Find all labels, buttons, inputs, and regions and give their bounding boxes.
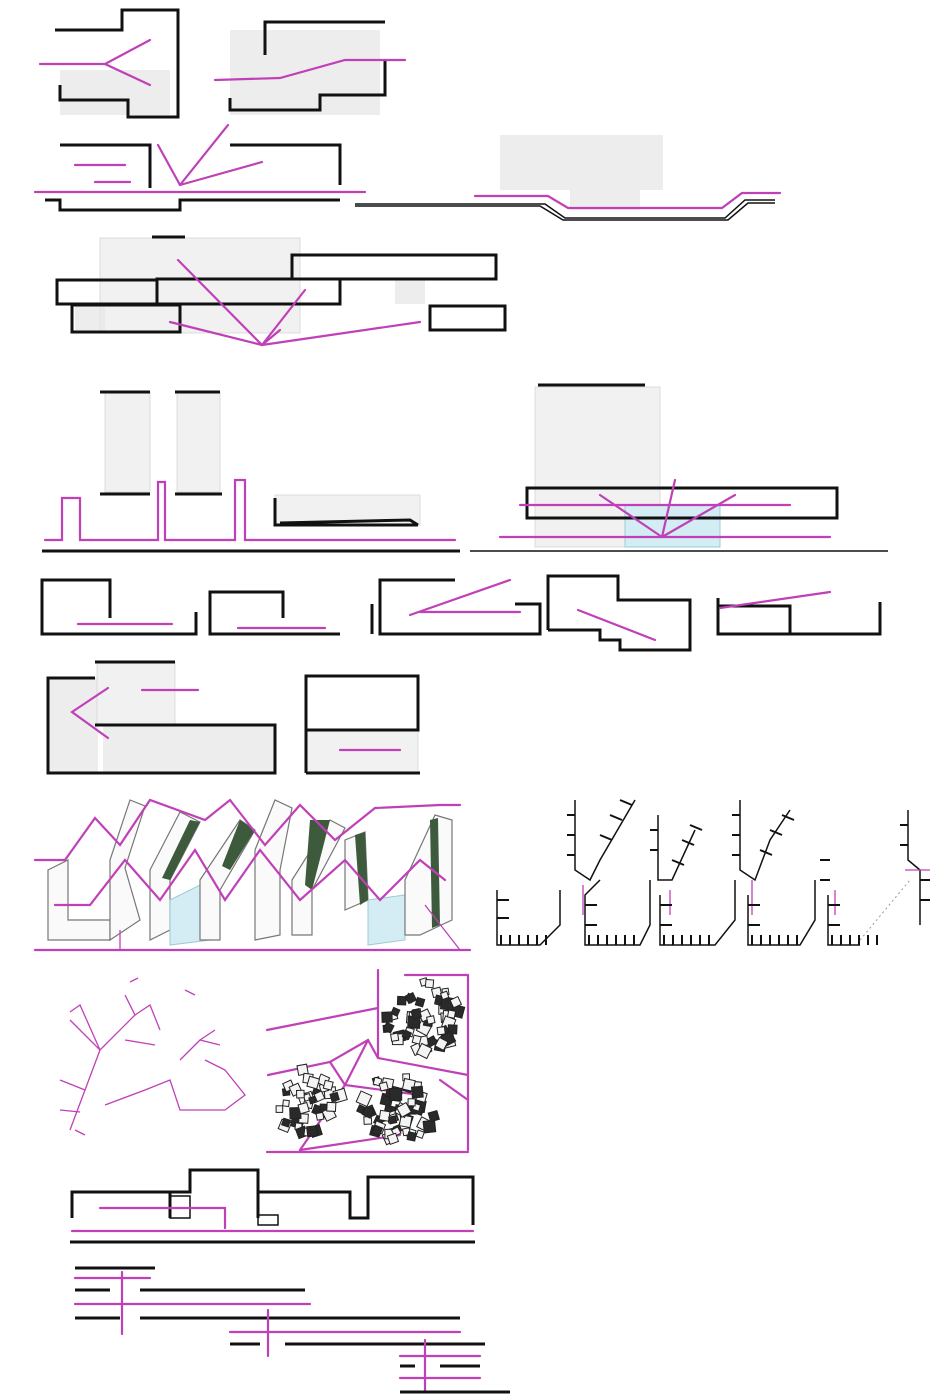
cluster-building (436, 1026, 446, 1036)
comb-tick (769, 829, 783, 836)
long-section (70, 1168, 475, 1244)
cluster-building (411, 1034, 422, 1045)
volume-pair (46, 660, 420, 775)
cluster-building (361, 1105, 375, 1119)
cluster-building (414, 996, 426, 1008)
cluster-building (329, 1091, 340, 1103)
comb-tick (689, 824, 703, 831)
cluster-building (427, 1110, 440, 1123)
cluster-building (313, 1090, 326, 1103)
cluster-building (322, 1079, 334, 1091)
cluster-building (355, 1090, 373, 1108)
stacked-volumes (55, 235, 507, 347)
cluster-plan (265, 968, 470, 1154)
comb-tick (781, 814, 795, 821)
tower-sections (42, 383, 888, 553)
building-cluster (275, 977, 466, 1146)
unit-strip (40, 574, 882, 652)
comb-tick (671, 859, 685, 866)
comb-ticks (497, 799, 930, 945)
plan-pair-top (38, 8, 407, 119)
cluster-building (434, 1036, 449, 1051)
cluster-building (388, 1115, 398, 1125)
path-network (59, 977, 246, 1136)
cluster-building (449, 995, 463, 1009)
comb-tick (609, 814, 623, 821)
cluster-building (371, 1124, 384, 1137)
cluster-building (401, 1029, 413, 1041)
cluster-building (390, 1006, 401, 1017)
cluster-building (386, 1132, 400, 1145)
comb-tick (681, 839, 695, 846)
cluster-building (295, 1089, 305, 1099)
cluster-building (389, 1087, 403, 1101)
cluster-building (282, 1099, 290, 1108)
cluster-building (308, 1095, 317, 1105)
cluster-building (306, 1125, 319, 1138)
comb-diagram (496, 799, 930, 946)
cluster-building (306, 1075, 321, 1090)
cluster-building (406, 1131, 417, 1142)
cluster-building (315, 1111, 325, 1121)
cluster-building (424, 978, 435, 989)
cluster-building (281, 1117, 292, 1128)
cluster-building (390, 1032, 400, 1042)
cluster-building (378, 1081, 389, 1092)
cluster-building (396, 1101, 412, 1118)
cluster-building (326, 1101, 337, 1112)
cluster-building (312, 1104, 322, 1113)
cluster-building (396, 995, 407, 1006)
cluster-building (404, 991, 417, 1005)
cluster-building (398, 1114, 413, 1129)
line-cascade (73, 1266, 510, 1394)
section-collection (33, 123, 782, 221)
zigzag-axonometric (33, 798, 472, 952)
cluster-building (297, 1101, 310, 1115)
cluster-building (439, 990, 450, 1001)
cluster-building (446, 1009, 457, 1019)
cluster-building (381, 1011, 393, 1023)
cluster-building (410, 1007, 423, 1020)
cluster-building (378, 1109, 391, 1122)
cluster-building (382, 1021, 395, 1034)
cluster-building (275, 1105, 284, 1113)
cluster-building (422, 1119, 437, 1134)
comb-tick (759, 849, 773, 856)
cluster-building (426, 1015, 436, 1025)
comb-tick (599, 834, 613, 841)
cluster-building (415, 1129, 425, 1139)
cluster-building (407, 1098, 416, 1107)
cluster-building (415, 1042, 433, 1060)
comb-tick (619, 799, 633, 806)
cluster-building (410, 1085, 424, 1099)
